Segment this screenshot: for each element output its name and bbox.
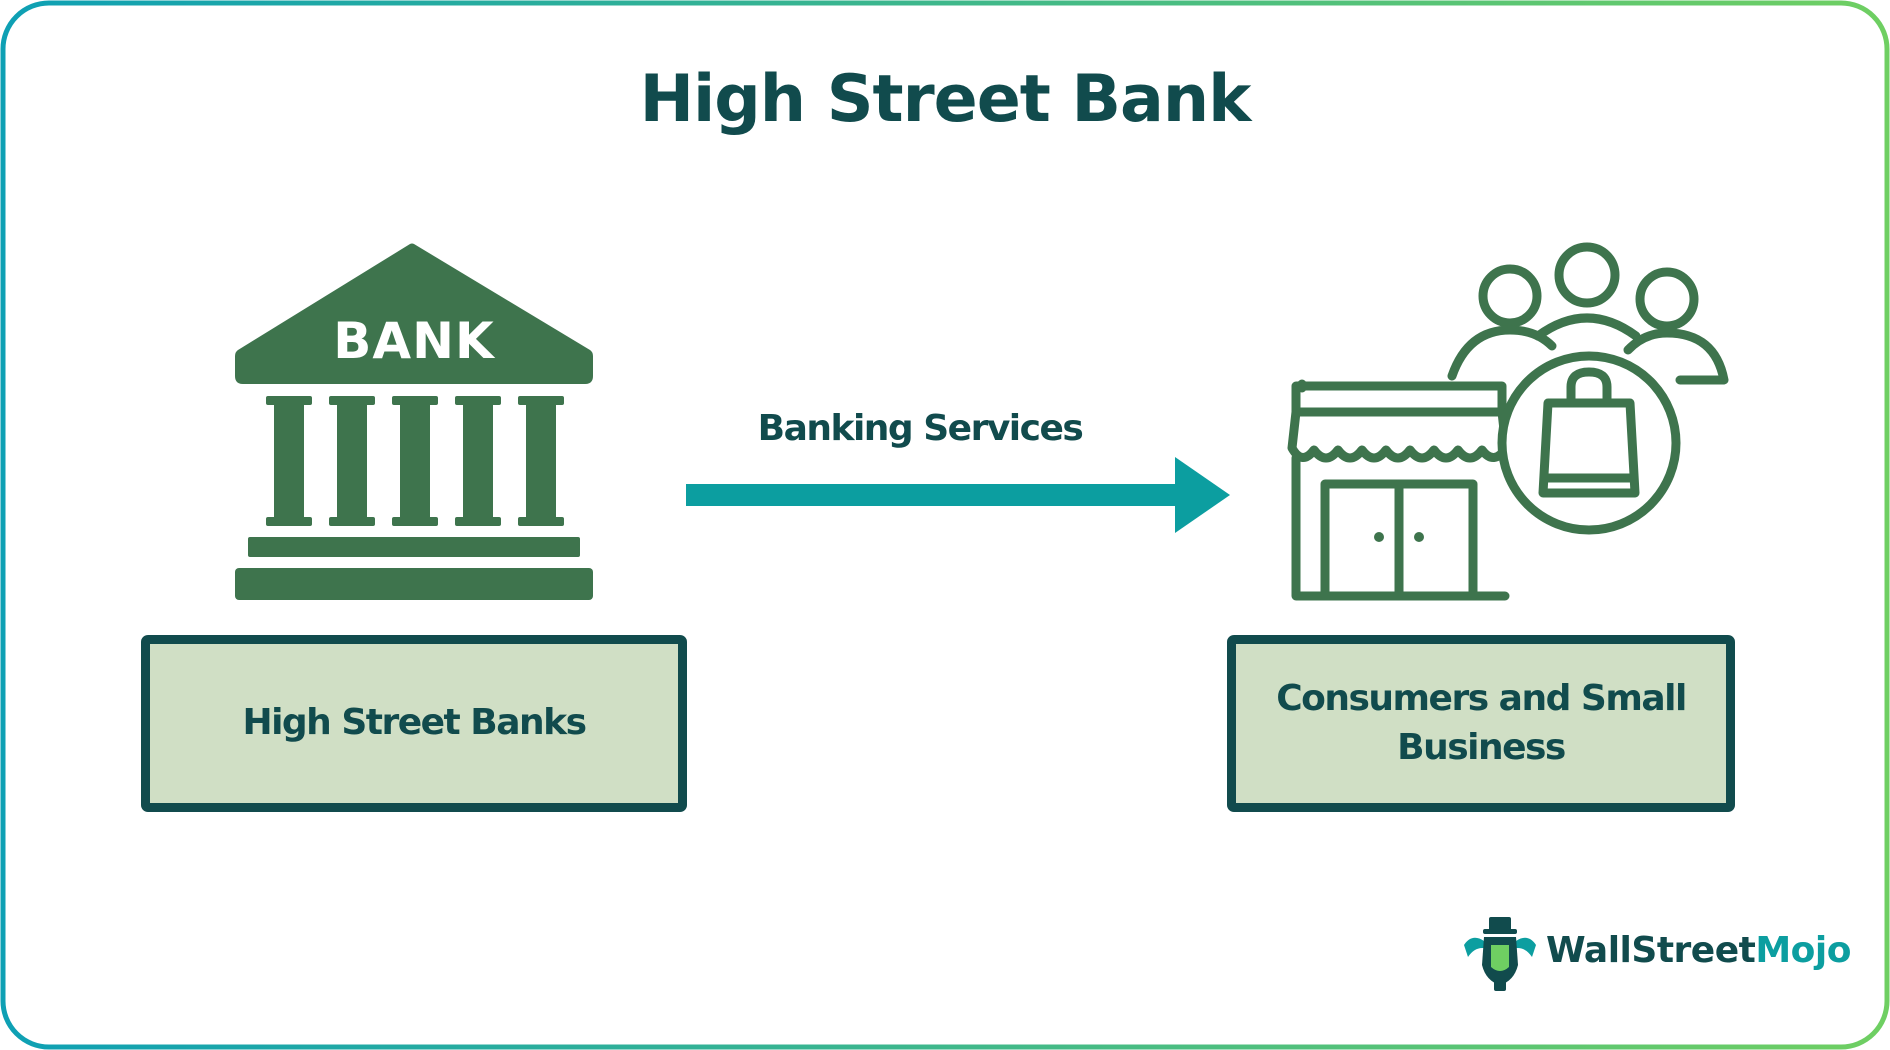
flow-label: Banking Services — [757, 408, 1084, 449]
brand-name-part2: Mojo — [1755, 930, 1851, 971]
source-label: High Street Banks — [242, 702, 587, 744]
bull-mascot-logo — [1464, 917, 1536, 991]
customer-icon — [1635, 267, 1699, 331]
storefront-customers-shopping-bag-icon — [1287, 242, 1729, 601]
page-title: High Street Bank — [639, 62, 1252, 137]
target-label-box: Consumers and Small Business — [1227, 635, 1735, 812]
customer-icon — [1554, 242, 1620, 308]
target-label: Consumers and Small Business — [1276, 677, 1687, 768]
bank-building-icon: BANK — [235, 243, 593, 600]
customer-icon — [1478, 264, 1542, 328]
brand-name-part1: WallStreet — [1546, 930, 1756, 971]
source-label-box: High Street Banks — [141, 635, 687, 812]
bank-icon-text: BANK — [333, 312, 496, 370]
brand-wordmark: WallStreetMojo — [1546, 930, 1851, 971]
right-arrow-icon — [686, 457, 1230, 533]
